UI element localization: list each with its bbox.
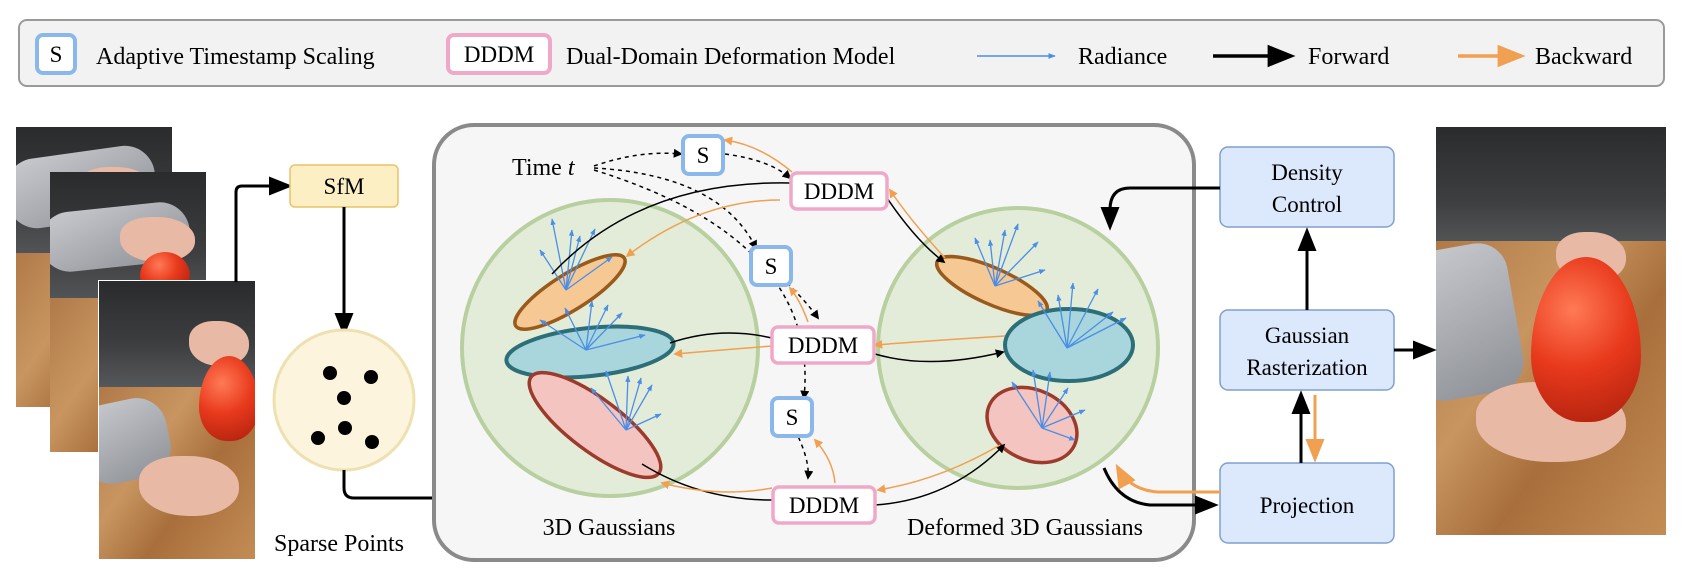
svg-text:S: S bbox=[697, 143, 710, 168]
sparse-points-node bbox=[272, 328, 416, 472]
svg-text:Density: Density bbox=[1271, 160, 1343, 185]
dddm-box-1: DDDM bbox=[789, 171, 889, 211]
radiance-arrows-left bbox=[539, 218, 662, 431]
projection-node: Projection bbox=[1219, 462, 1395, 544]
legend-radiance-label: Radiance bbox=[1078, 44, 1167, 70]
dddm-box-2: DDDM bbox=[770, 325, 876, 365]
svg-text:Projection: Projection bbox=[1260, 493, 1355, 518]
forward-deformation-arrows bbox=[551, 182, 1006, 506]
legend-dddm-badge: DDDM bbox=[464, 42, 534, 67]
frames-to-sfm-arrow bbox=[234, 176, 293, 282]
time-label: Time t bbox=[512, 155, 576, 181]
svg-text:S: S bbox=[765, 254, 778, 279]
svg-text:Control: Control bbox=[1272, 192, 1342, 217]
legend-backward-label: Backward bbox=[1535, 44, 1632, 70]
backward-deformation-arrows bbox=[625, 136, 1006, 494]
gaussian-teal bbox=[504, 324, 676, 380]
density-control-node: Density Control bbox=[1219, 146, 1395, 228]
gaussians-3d-label: 3D Gaussians bbox=[543, 515, 676, 541]
dddm-box-3: DDDM bbox=[771, 485, 877, 525]
scale-badge-3: S bbox=[770, 396, 814, 438]
svg-text:DDDM: DDDM bbox=[789, 493, 859, 518]
legend: S Adaptive Timestamp Scaling DDDM Dual-D… bbox=[18, 19, 1665, 87]
gaussians-to-projection-arrow bbox=[1102, 467, 1219, 515]
svg-text:Gaussian: Gaussian bbox=[1265, 323, 1350, 348]
gaussians-3d bbox=[504, 253, 676, 480]
legend-forward-label: Forward bbox=[1308, 44, 1389, 70]
svg-text:Rasterization: Rasterization bbox=[1246, 355, 1368, 380]
svg-text:DDDM: DDDM bbox=[788, 333, 858, 358]
radiance-arrows-right bbox=[974, 223, 1127, 441]
projection-to-gaussians-backward-arrow bbox=[1115, 463, 1220, 494]
sparse-points-label: Sparse Points bbox=[274, 531, 404, 557]
sfm-label: SfM bbox=[324, 174, 365, 199]
input-frame-3 bbox=[98, 280, 256, 560]
scale-badge-1: S bbox=[681, 134, 725, 176]
density-to-gaussians-arrow bbox=[1100, 186, 1220, 231]
deformed-gaussians-label: Deformed 3D Gaussians bbox=[907, 515, 1143, 541]
svg-text:S: S bbox=[786, 405, 799, 430]
sfm-node: SfM bbox=[289, 164, 399, 208]
deformed-gaussians bbox=[934, 254, 1135, 465]
output-frame bbox=[1436, 127, 1666, 535]
scale-badge-2: S bbox=[749, 245, 793, 287]
legend-dddm-label: Dual-Domain Deformation Model bbox=[566, 44, 896, 70]
svg-text:DDDM: DDDM bbox=[804, 179, 874, 204]
gaussian-rasterization-node: Gaussian Rasterization bbox=[1219, 309, 1395, 391]
legend-scaling-label: Adaptive Timestamp Scaling bbox=[96, 44, 375, 70]
gaussian-orange bbox=[513, 253, 627, 331]
legend-scaling-badge: S bbox=[50, 42, 63, 67]
